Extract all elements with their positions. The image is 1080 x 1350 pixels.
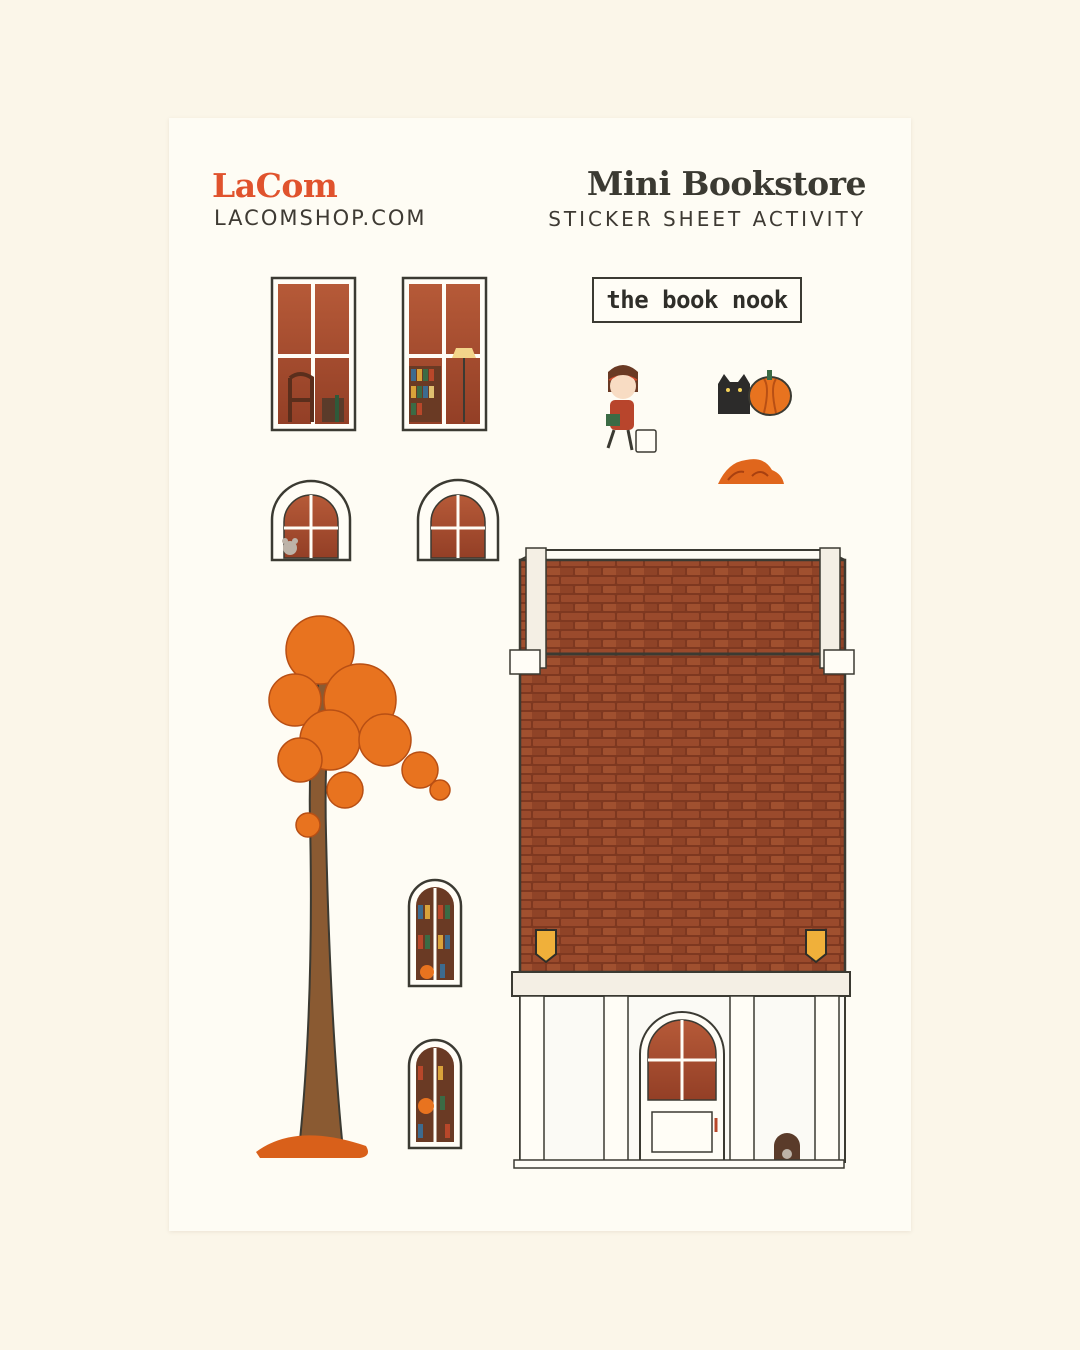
shop-sign-text: the book nook — [606, 286, 788, 314]
girl-with-books-icon[interactable] — [606, 365, 657, 453]
tall-window-chair-icon[interactable] — [270, 276, 357, 432]
arched-window-icon[interactable] — [416, 478, 500, 562]
arched-window-mouse-icon[interactable] — [270, 479, 352, 562]
sheet-title: Mini Bookstore — [586, 164, 867, 203]
tall-window-bookshelf-lamp-icon[interactable] — [401, 276, 488, 432]
arched-pumpkin-bookshelf-window-icon[interactable] — [407, 1038, 463, 1150]
brick-bookstore-building-icon[interactable] — [509, 547, 855, 1169]
brand-url: LACOMSHOP.COM — [214, 206, 427, 230]
shop-sign-sticker[interactable]: the book nook — [592, 277, 802, 323]
leaf-pile-icon[interactable] — [718, 459, 784, 484]
arched-bookshelf-window-icon[interactable] — [407, 878, 463, 988]
autumn-tree-icon[interactable] — [256, 615, 451, 1158]
brand-logo: LaCom — [212, 166, 338, 205]
sheet-subtitle: STICKER SHEET ACTIVITY — [548, 207, 866, 231]
black-cat-pumpkin-icon[interactable] — [718, 370, 792, 416]
